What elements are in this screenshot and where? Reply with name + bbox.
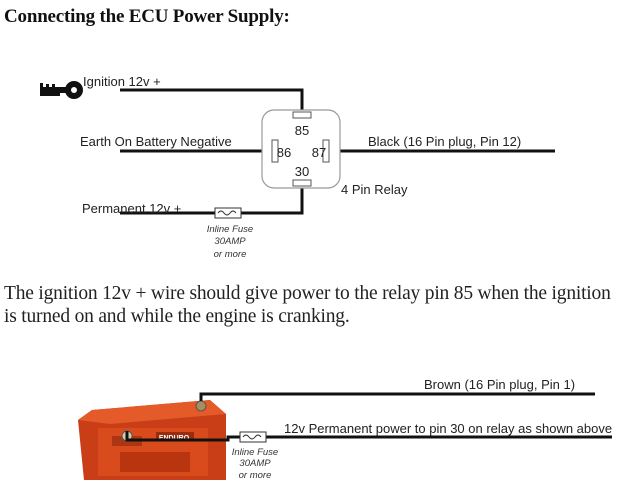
- brown-wire: [199, 392, 595, 401]
- fuse-caption-line3: or more: [214, 249, 247, 260]
- brown-wire-label: Brown (16 Pin plug, Pin 1): [424, 377, 575, 392]
- explanation-paragraph: The ignition 12v + wire should give powe…: [4, 282, 640, 328]
- battery-negative-terminal: [195, 400, 207, 412]
- fuse-icon: [239, 431, 267, 443]
- page-title: Connecting the ECU Power Supply:: [4, 6, 290, 27]
- permanent-battery-wire: [125, 431, 612, 442]
- fuse-caption-line2: 30AMP: [214, 236, 246, 247]
- fuse-icon: [214, 207, 242, 219]
- relay-body: [261, 109, 341, 189]
- permanent-wire: [120, 182, 304, 215]
- earth-label: Earth On Battery Negative: [80, 134, 232, 149]
- explanation-line-1: The ignition 12v + wire should give powe…: [4, 283, 611, 304]
- relay: 85 86 87 30: [261, 109, 341, 189]
- pin-85-label: 85: [295, 123, 309, 138]
- pin-30-label: 30: [295, 164, 309, 179]
- explanation-line-2: is turned on and while the engine is cra…: [4, 306, 350, 327]
- wires: [120, 88, 555, 215]
- ignition-label: Ignition 12v +: [83, 74, 161, 89]
- battery-wiring-diagram: ENDURO Brown (16 Pin plug, Pin 1) 12v Pe…: [78, 377, 612, 480]
- ignition-wire: [120, 88, 304, 115]
- fuse-caption-line3: or more: [239, 470, 272, 480]
- pin-87-label: 87: [312, 145, 326, 160]
- permanent-power-label: 12v Permanent power to pin 30 on relay a…: [284, 421, 612, 436]
- battery-wires: [125, 392, 612, 442]
- fuse-caption-line1: Inline Fuse: [232, 447, 278, 458]
- relay-wiring-diagram: 85 86 87 30 Ignition 12v + Earth On Batt…: [40, 74, 555, 260]
- fuse-caption-line2: 30AMP: [239, 458, 271, 469]
- fuse-caption-line1: Inline Fuse: [207, 224, 253, 235]
- relay-label: 4 Pin Relay: [341, 182, 408, 197]
- black-wire-label: Black (16 Pin plug, Pin 12): [368, 134, 521, 149]
- pin-86-label: 86: [277, 145, 291, 160]
- permanent-label: Permanent 12v +: [82, 201, 181, 216]
- key-icon: [40, 81, 83, 99]
